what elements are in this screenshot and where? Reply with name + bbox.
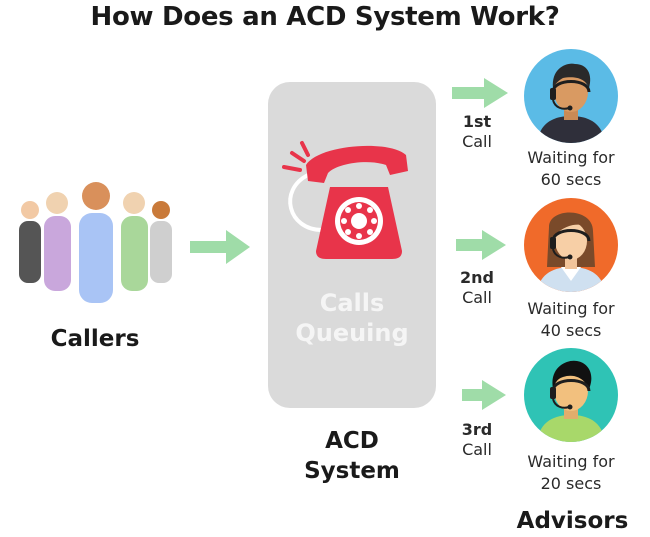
advisor-wait-label-2: Waiting for 40 secs (527, 299, 615, 340)
arrow-right-icon (462, 380, 506, 410)
acd-system-label: ACD System (304, 428, 400, 484)
arrow-right-icon (190, 230, 250, 264)
calls-queuing-label: Calls Queuing (295, 289, 409, 347)
diagram-title: How Does an ACD System Work? (90, 2, 560, 32)
advisor-wait-label-3: Waiting for 20 secs (527, 452, 615, 493)
callers-label: Callers (50, 326, 140, 352)
advisor-avatar-3 (524, 348, 618, 442)
call-label-2: 2nd Call (460, 268, 494, 307)
advisors-label: Advisors (516, 508, 629, 534)
advisor-avatar-1 (524, 49, 618, 143)
callers-group-icon (19, 182, 172, 303)
advisor-avatar-2 (524, 198, 618, 292)
telephone-icon (282, 141, 408, 259)
advisor-wait-label-1: Waiting for 60 secs (527, 148, 615, 189)
arrow-right-icon (452, 78, 508, 108)
call-label-3: 3rd Call (461, 420, 493, 459)
arrow-right-icon (456, 230, 506, 260)
call-label-1: 1st Call (462, 112, 492, 151)
